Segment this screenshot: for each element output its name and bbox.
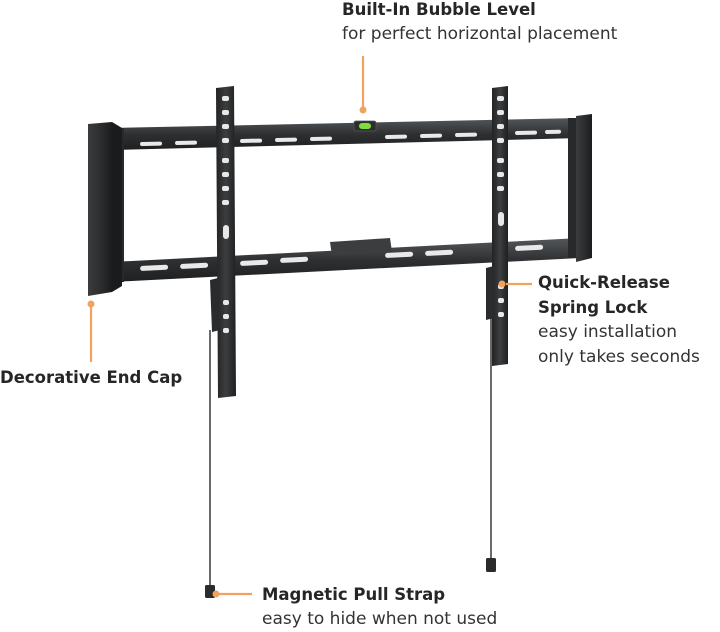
spring-lock-subtitle-line1: easy installation — [538, 322, 678, 342]
bottom-rail-center-plate — [330, 238, 392, 256]
end-cap-callout: Decorative End Cap — [0, 365, 182, 390]
right-end-cap — [576, 114, 592, 262]
spring-lock-title-line1: Quick-Release — [538, 273, 670, 292]
spring-lock-callout: Quick-Release Spring Lock easy installat… — [538, 270, 700, 370]
pull-strap-title: Magnetic Pull Strap — [262, 585, 446, 604]
right-vertical-arm — [486, 86, 508, 366]
bubble-level-vial — [359, 123, 371, 129]
callout-leaders — [87, 56, 532, 598]
spring-lock-subtitle-line2: only takes seconds — [538, 347, 700, 367]
spring-lock-title-line2: Spring Lock — [538, 298, 648, 317]
pull-strap-callout: Magnetic Pull Strap easy to hide when no… — [262, 582, 497, 632]
right-pull-strap — [486, 318, 496, 572]
bottom-rail-slots — [140, 244, 544, 271]
top-rail-slots — [140, 129, 562, 146]
wall-plate — [112, 118, 580, 282]
bubble-level-callout: Built-In Bubble Level for perfect horizo… — [342, 0, 617, 47]
left-vertical-arm — [210, 86, 236, 398]
left-end-cap — [88, 122, 122, 296]
bubble-level-subtitle: for perfect horizontal placement — [342, 24, 618, 44]
bubble-level-title: Built-In Bubble Level — [342, 0, 536, 19]
top-rail — [112, 118, 580, 150]
left-pull-strap — [205, 330, 215, 598]
end-cap-title: Decorative End Cap — [0, 368, 183, 387]
pull-strap-subtitle: easy to hide when not used — [262, 609, 498, 629]
